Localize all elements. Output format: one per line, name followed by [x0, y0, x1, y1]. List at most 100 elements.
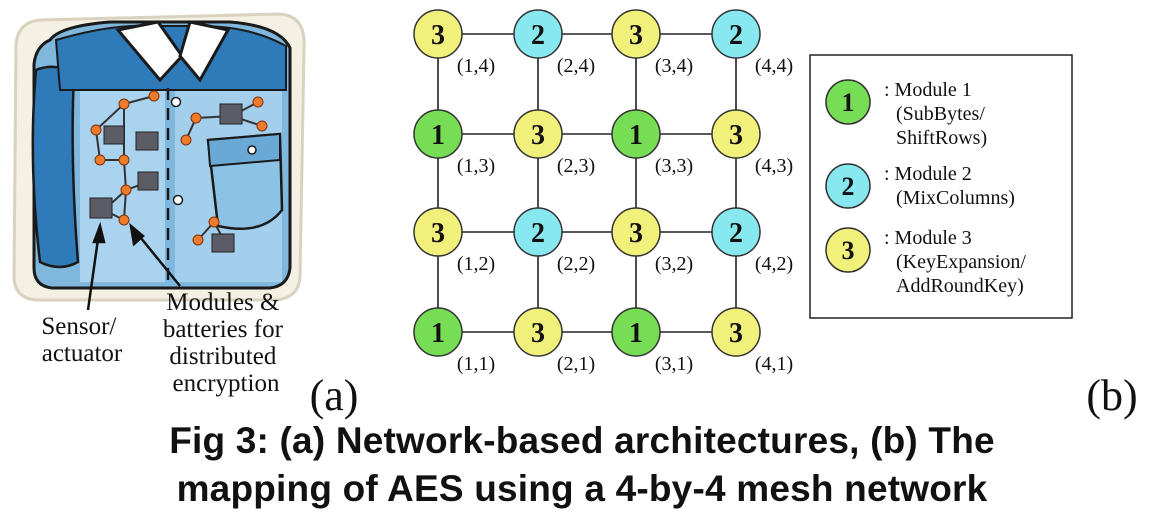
mesh-node-circle — [711, 109, 761, 159]
mesh-node-circle — [711, 307, 761, 357]
modules-arrow-head — [129, 222, 145, 247]
mesh-node-coordinate: (3,2) — [655, 253, 693, 275]
legend-text-line: (MixColumns) — [896, 187, 1015, 209]
mesh-node-coordinate: (2,1) — [557, 353, 595, 375]
mesh-node-module: 3 — [629, 20, 643, 51]
legend-item-module-3: 3 : Module 3(KeyExpansion/AddRoundKey) — [825, 227, 1026, 297]
annotation-arrows — [86, 221, 181, 311]
mesh-node-circle — [513, 109, 563, 159]
mesh-node: 3 (2,1) — [513, 307, 595, 375]
mesh-node: 3 (4,3) — [711, 109, 793, 177]
mesh-node-module: 2 — [531, 218, 545, 249]
mesh-node-module: 3 — [531, 318, 545, 349]
module-chip — [103, 125, 125, 145]
mesh-node-coordinate: (4,1) — [755, 353, 793, 375]
figure-caption-line-1: Fig 3: (a) Network-based architectures, … — [169, 420, 995, 461]
mesh-node-module: 1 — [431, 318, 445, 349]
mesh-node-module: 2 — [531, 20, 545, 51]
mesh-node-module: 1 — [629, 120, 643, 151]
mesh-node-circle — [513, 207, 563, 257]
mesh-node-coordinate: (1,2) — [457, 253, 495, 275]
mesh-node-circle — [513, 9, 563, 59]
legend-item-module-2: 2: Module 2(MixColumns) — [825, 163, 1015, 209]
modules-arrow — [135, 231, 181, 287]
mesh-node-coordinate: (1,3) — [457, 155, 495, 177]
shirt-collar-right — [178, 20, 231, 83]
legend-item-module-1: 1 : Module 1(SubBytes/ShiftRows) — [825, 79, 987, 149]
sensor-nodes — [90, 90, 268, 246]
legend-swatch-number: 2 — [842, 172, 855, 201]
mesh-node-module: 3 — [531, 120, 545, 151]
mesh-node-coordinate: (2,3) — [557, 155, 595, 177]
mesh-node: 3 (4,1) — [711, 307, 793, 375]
mesh-node-circle — [413, 207, 463, 257]
shirt-illustration — [12, 12, 306, 302]
mesh-node-circle — [611, 9, 661, 59]
mesh-node-circle — [611, 207, 661, 257]
sensor-arrow-head — [92, 221, 106, 244]
mesh-node-coordinate: (3,3) — [655, 155, 693, 177]
mesh-node: 1(3,1) — [611, 307, 693, 375]
mesh-node-coordinate: (4,2) — [755, 253, 793, 275]
mesh-node-module: 2 — [729, 218, 743, 249]
legend-items: 1 : Module 1(SubBytes/ShiftRows) 2 : Module… — [825, 79, 1026, 297]
mesh-node: 3 (3,4) — [611, 9, 693, 77]
mesh-node-circle — [413, 9, 463, 59]
mesh-node-coordinate: (4,4) — [755, 55, 793, 77]
mesh-node-circle — [611, 307, 661, 357]
module-chip — [135, 131, 159, 151]
sensor-arrow — [86, 231, 101, 311]
mesh-node-circle — [711, 207, 761, 257]
mesh-node-circle — [413, 109, 463, 159]
mesh-node: 3 (3,2) — [611, 207, 693, 275]
mesh-node-module: 2 — [729, 20, 743, 51]
legend-text-line: : Module 1 — [884, 79, 972, 101]
modules-batteries-label: Modules & batteries for distributed encr… — [163, 289, 289, 397]
mesh-node-coordinate: (3,4) — [655, 55, 693, 77]
mesh-node-module: 3 — [431, 20, 445, 51]
mesh-node-module: 1 — [431, 120, 445, 151]
legend-swatch — [825, 79, 871, 125]
mesh-node-coordinate: (1,4) — [457, 55, 495, 77]
mesh-node-circle — [611, 109, 661, 159]
figure-caption-line-2: mapping of AES using a 4-by-4 mesh netwo… — [176, 468, 988, 509]
mesh-node: 3(1,2) — [413, 207, 495, 275]
legend-text-line: (SubBytes/ — [896, 103, 985, 125]
legend-text-line: (KeyExpansion/ — [896, 251, 1026, 273]
mesh-node-module: 1 — [629, 318, 643, 349]
shirt-pocket-flap — [206, 132, 281, 168]
mesh-node-module: 3 — [729, 120, 743, 151]
module-chip — [137, 171, 159, 191]
panel-a-label: (a) — [310, 371, 359, 420]
mesh-node-coordinate: (2,2) — [557, 253, 595, 275]
mesh-node: 3 (1,4) — [413, 9, 495, 77]
module-legend: 1 : Module 1(SubBytes/ShiftRows) 2 : Module… — [809, 54, 1073, 319]
mesh-node-coordinate: (4,3) — [755, 155, 793, 177]
mesh-node: 1 (3,3) — [611, 109, 693, 177]
mesh-node-circle — [413, 307, 463, 357]
mesh-node: 1 (1,3) — [413, 109, 495, 177]
shirt-button — [172, 194, 184, 206]
legend-text-line: : Module 3 — [884, 227, 972, 249]
legend-text-line: AddRoundKey) — [896, 275, 1024, 297]
mesh-node-circle — [711, 9, 761, 59]
mesh-node: 2 (4,4) — [711, 9, 793, 77]
mesh-node-coordinate: (2,4) — [557, 55, 595, 77]
module-chip — [219, 103, 243, 125]
sensor-actuator-label: Sensor/ actuator — [41, 313, 123, 367]
mesh-node: 3 (2,3) — [513, 109, 595, 177]
mesh-node: 2 (2,2) — [513, 207, 595, 275]
legend-swatch-number: 3 — [842, 236, 855, 265]
encryption-modules — [89, 103, 243, 253]
mesh-node: 2 (4,2) — [711, 207, 793, 275]
module-chip — [211, 233, 235, 253]
legend-text-line: ShiftRows) — [896, 127, 987, 149]
mesh-node-module: 3 — [629, 218, 643, 249]
shirt-button — [170, 96, 182, 108]
mesh-node-module: 3 — [729, 318, 743, 349]
shirt-button — [247, 145, 257, 155]
legend-swatch — [825, 227, 871, 273]
legend-swatch-number: 1 — [842, 88, 855, 117]
mesh-node-coordinate: (1,1) — [457, 353, 495, 375]
